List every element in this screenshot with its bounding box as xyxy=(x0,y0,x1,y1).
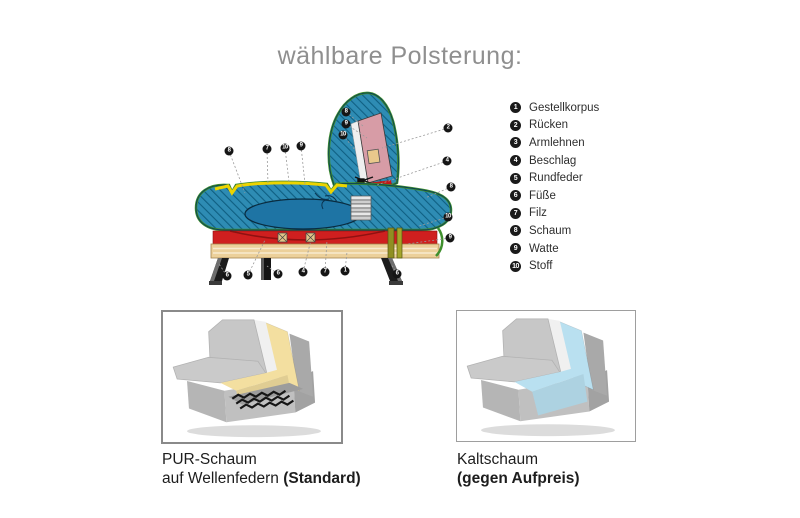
legend-num-badge: 10 xyxy=(510,260,521,272)
callout-badge: 8 xyxy=(224,146,234,156)
round-spring-stack xyxy=(350,195,372,221)
caption-line-2: auf Wellenfedern (Standard) xyxy=(162,470,361,487)
callout-badge: 8 xyxy=(446,182,456,192)
legend-item-stoff: 10 Stoff xyxy=(510,257,599,275)
base-frame xyxy=(210,227,444,259)
legend-label: Gestellkorpus xyxy=(529,101,600,114)
legend-num-badge: 9 xyxy=(510,243,521,255)
back-panel-pink xyxy=(357,112,393,184)
legend-item-rundfeder: 5 Rundfeder xyxy=(510,169,599,187)
page-title: wählbare Polsterung: xyxy=(277,42,523,70)
legend-label: Armlehnen xyxy=(529,136,585,149)
legend-num-badge: 5 xyxy=(510,172,521,184)
wood-frame xyxy=(210,243,440,259)
legend-num-badge: 2 xyxy=(510,119,521,131)
callout-badge: 5 xyxy=(243,270,253,280)
legend-num-badge: 4 xyxy=(510,155,521,167)
caption-pur-schaum: PUR-Schaum auf Wellenfedern (Standard) xyxy=(162,450,361,488)
foam-layer-seat xyxy=(220,369,288,391)
option-image-pur-schaum xyxy=(161,310,343,444)
legend-num-badge: 8 xyxy=(510,225,521,237)
legend-label: Beschlag xyxy=(529,154,577,167)
callout-badge: 9 xyxy=(445,233,455,243)
legend-num-badge: 1 xyxy=(510,102,521,114)
foam-layer-seat-front xyxy=(532,374,588,416)
callout-badge: 4 xyxy=(442,156,452,166)
sofa-illustration-pur xyxy=(172,319,321,438)
legend-item-schaum: 8 Schaum xyxy=(510,222,599,240)
caption-line-1: PUR-Schaum xyxy=(162,451,257,468)
legend-item-ruecken: 2 Rücken xyxy=(510,117,599,135)
legend-num-badge: 7 xyxy=(510,207,521,219)
foam-layer-seat xyxy=(514,368,584,392)
seat-core-foam xyxy=(244,198,362,230)
legend-label: Filz xyxy=(529,207,547,220)
callout-badge: 10 xyxy=(443,212,453,222)
legend-label: Füße xyxy=(529,189,556,202)
legend-label: Watte xyxy=(529,242,559,255)
callout-badge: 4 xyxy=(298,267,308,277)
seat-section xyxy=(194,180,453,232)
support-bar xyxy=(396,227,403,259)
felt-red-layer xyxy=(212,230,438,245)
legend-item-filz: 7 Filz xyxy=(510,205,599,223)
legend-item-watte: 9 Watte xyxy=(510,240,599,258)
mechanism-sketch xyxy=(314,192,338,210)
metal-bracket xyxy=(277,232,288,243)
fabric-wrap-right xyxy=(435,227,444,257)
legend-label: Stoff xyxy=(529,260,553,273)
legend-item-beschlag: 4 Beschlag xyxy=(510,152,599,170)
callout-badge: 10 xyxy=(338,130,348,140)
legend-label: Rücken xyxy=(529,119,568,132)
legend-item-armlehnen: 3 Armlehnen xyxy=(510,134,599,152)
cross-section-drawing xyxy=(194,91,453,285)
callout-badge: 8 xyxy=(341,107,351,117)
felt-layer-yellow xyxy=(214,181,348,196)
callout-badge: 6 xyxy=(273,269,283,279)
caption-line-2: (gegen Aufpreis) xyxy=(457,470,580,487)
callout-badge: 7 xyxy=(320,267,330,277)
option-image-kaltschaum xyxy=(456,310,636,442)
callout-badge: 10 xyxy=(280,143,290,153)
callout-badge: 6 xyxy=(222,271,232,281)
legend-label: Schaum xyxy=(529,224,572,237)
caption-kaltschaum: Kaltschaum (gegen Aufpreis) xyxy=(457,450,580,488)
callout-badge: 9 xyxy=(296,141,306,151)
callout-badge: 6 xyxy=(392,269,402,279)
callout-badge: 7 xyxy=(262,144,272,154)
caption-line-1: Kaltschaum xyxy=(457,451,538,468)
callout-badge: 2 xyxy=(443,123,453,133)
metal-bracket xyxy=(305,232,316,243)
sofa-cross-section-diagram: 8 7 10 9 8 9 10 2 4 8 10 9 6 5 6 4 7 1 6 xyxy=(185,88,465,288)
callout-badge: 1 xyxy=(340,266,350,276)
legend-label: Rundfeder xyxy=(529,172,583,185)
wave-springs xyxy=(231,389,294,410)
callout-badge: 9 xyxy=(341,119,351,129)
backrest-section xyxy=(327,91,400,191)
fitting-block xyxy=(366,148,381,165)
legend-num-badge: 3 xyxy=(510,137,521,149)
parts-legend: 1 Gestellkorpus 2 Rücken 3 Armlehnen 4 B… xyxy=(510,99,599,275)
sofa-illustration-kalt xyxy=(466,318,615,437)
legend-num-badge: 6 xyxy=(510,190,521,202)
legend-item-fuesse: 6 Füße xyxy=(510,187,599,205)
support-bar xyxy=(387,227,395,259)
legend-item-gestellkorpus: 1 Gestellkorpus xyxy=(510,99,599,117)
